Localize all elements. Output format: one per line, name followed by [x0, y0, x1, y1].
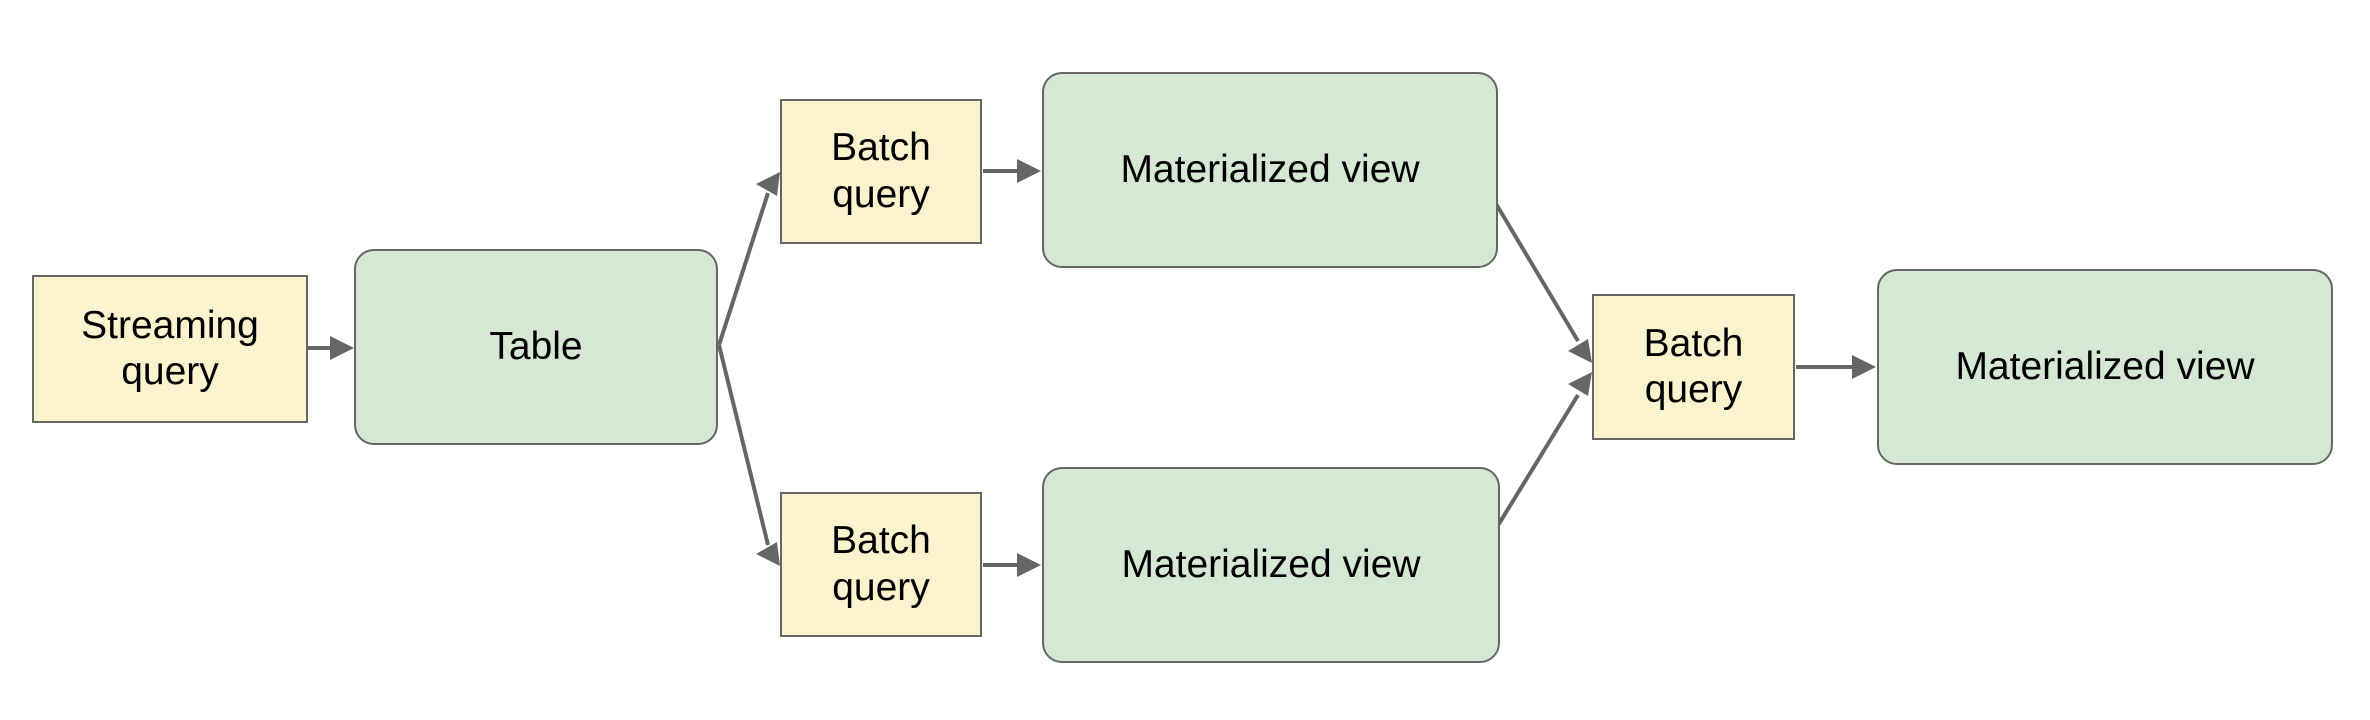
node-batch-query-merge[interactable]: Batch query: [1592, 294, 1795, 440]
edge-batch-merge-to-mv-final: [1796, 355, 1876, 379]
node-streaming-query[interactable]: Streaming query: [32, 275, 308, 423]
node-materialized-view-final[interactable]: Materialized view: [1877, 269, 2333, 465]
node-batch-query-bottom[interactable]: Batch query: [780, 492, 982, 637]
node-materialized-view-top[interactable]: Materialized view: [1042, 72, 1498, 268]
node-materialized-view-bottom[interactable]: Materialized view: [1042, 467, 1500, 663]
edge-table-to-batch-top: [717, 172, 780, 346]
edge-batch-top-to-mv-top: [983, 159, 1041, 183]
node-batch-query-top[interactable]: Batch query: [780, 99, 982, 244]
edge-streaming-query-to-table: [308, 336, 354, 360]
edge-table-to-batch-bottom: [717, 344, 780, 566]
edge-batch-bottom-to-mv-bottom: [983, 553, 1041, 577]
node-table[interactable]: Table: [354, 249, 718, 445]
